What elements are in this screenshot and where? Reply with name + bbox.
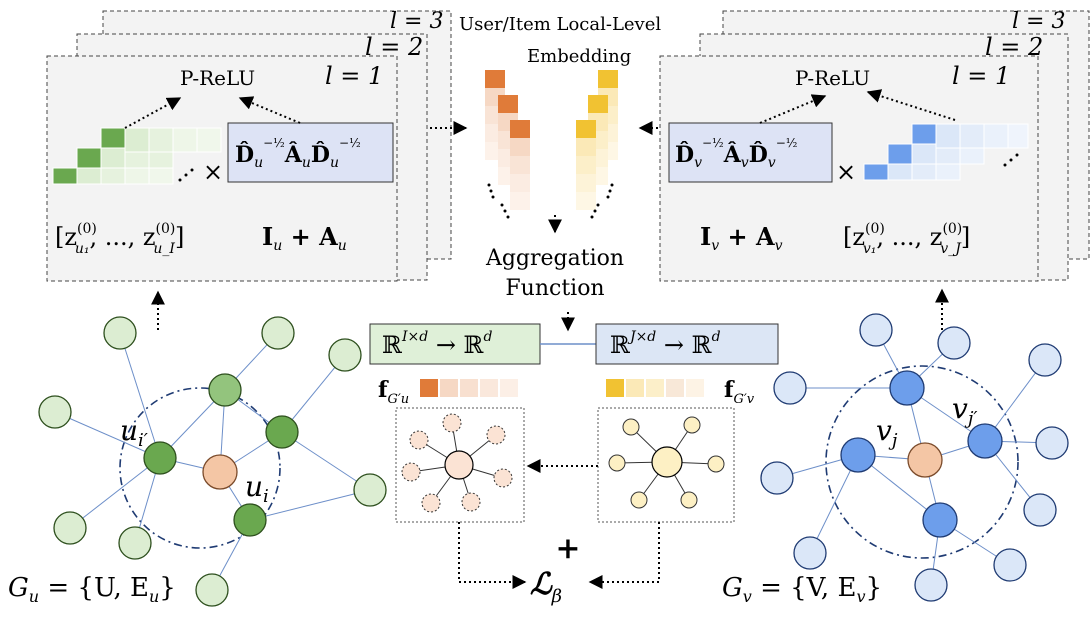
item-embedding-ellipsis xyxy=(1003,153,1019,167)
user-node-u-i-label: ui xyxy=(245,470,269,507)
plus-sign: + xyxy=(555,531,580,566)
user-to-loss-arrow xyxy=(458,522,527,589)
item-pooled-label: fG′v xyxy=(724,377,755,407)
item-prelu-label: P-ReLU xyxy=(795,66,870,90)
user-graph: ui′ ui Gu = {U, Eu} xyxy=(8,316,387,607)
user-neighborhood-circle xyxy=(119,387,281,549)
user-norm-matrix-box xyxy=(227,122,394,183)
user-map-box xyxy=(369,323,541,365)
user-self-loop-adjacency: Iu + Au xyxy=(262,222,347,254)
item-self-loop-adjacency: Iv + Av xyxy=(700,222,783,254)
aggregation-label-line1: Aggregation xyxy=(485,246,624,271)
user-times-sign: × xyxy=(203,158,223,186)
user-node-u-i-prime-label: ui′ xyxy=(120,414,148,451)
item-to-loss-arrow xyxy=(588,522,660,589)
user-emb-to-prelu-arrow xyxy=(124,97,182,129)
item-norm-to-prelu-arrow xyxy=(759,94,827,124)
user-embedding-ellipsis xyxy=(178,168,194,182)
item-initial-embeddings: [z(0)v₁, ..., z(0)v_J] xyxy=(843,221,970,257)
local-embedding-title-line2: Embedding xyxy=(527,46,631,67)
item-layer-2-label: l = 2 xyxy=(985,33,1043,61)
user-local-ellipsis xyxy=(487,183,510,219)
user-graph-label: Gu = {U, Eu} xyxy=(8,573,176,606)
user-local-embeddings xyxy=(485,70,530,210)
local-embedding-title-line1: User/Item Local-Level xyxy=(459,14,661,35)
user-layer-2-label: l = 2 xyxy=(365,33,423,61)
user-pooled-vector xyxy=(420,379,518,397)
item-layer-stack: l = 3 l = 2 l = 1 P-ReLU D̂v−½ÂvD̂v−½ × xyxy=(659,9,1090,282)
aggregation-label-line2: Function xyxy=(505,276,604,301)
user-layer-1-label: l = 1 xyxy=(325,62,383,90)
user-map-label: ℝI×d → ℝd xyxy=(382,329,493,359)
user-layer-3-label: l = 3 xyxy=(390,9,443,34)
user-prelu-label: P-ReLU xyxy=(180,66,255,90)
item-layer-3-label: l = 3 xyxy=(1012,9,1065,34)
item-local-ellipsis xyxy=(590,183,614,219)
item-layer-1-label: l = 1 xyxy=(952,62,1010,90)
item-node-v-j-prime-label: vj′ xyxy=(952,392,978,429)
item-neighborhood-circle xyxy=(825,365,1019,559)
item-emb-to-prelu-arrow xyxy=(866,89,956,121)
user-pooled-label: fG′u xyxy=(378,377,409,407)
item-map-box xyxy=(595,323,779,365)
item-graph-label: Gv = {V, Ev} xyxy=(722,573,882,606)
loss-label: ℒβ xyxy=(530,567,562,607)
user-subgraph xyxy=(401,413,513,513)
item-map-label: ℝJ×d → ℝd xyxy=(610,329,721,359)
item-norm-matrix: D̂v−½ÂvD̂v−½ xyxy=(675,136,797,171)
item-local-embeddings xyxy=(576,70,618,210)
item-embedding-matrix xyxy=(863,123,1029,181)
user-norm-to-prelu-arrow xyxy=(238,96,301,124)
item-node-v-j-label: vj xyxy=(876,414,898,451)
user-norm-matrix: D̂u−½ÂuD̂u−½ xyxy=(235,136,361,171)
item-pooled-vector xyxy=(606,379,704,397)
user-initial-embeddings: [z(0)u₁, ..., z(0)u_I] xyxy=(55,221,184,257)
item-times-sign: × xyxy=(836,158,856,186)
local-embedding-section: User/Item Local-Level Embedding xyxy=(369,14,779,607)
item-subgraph xyxy=(608,416,725,509)
item-graph: vj vj′ Gv = {V, Ev} xyxy=(722,313,1069,606)
user-embedding-matrix xyxy=(52,127,222,185)
item-norm-matrix-box xyxy=(668,122,833,183)
user-layer-stack: l = 3 l = 2 l = 1 P-ReLU × D̂u− xyxy=(46,9,452,282)
